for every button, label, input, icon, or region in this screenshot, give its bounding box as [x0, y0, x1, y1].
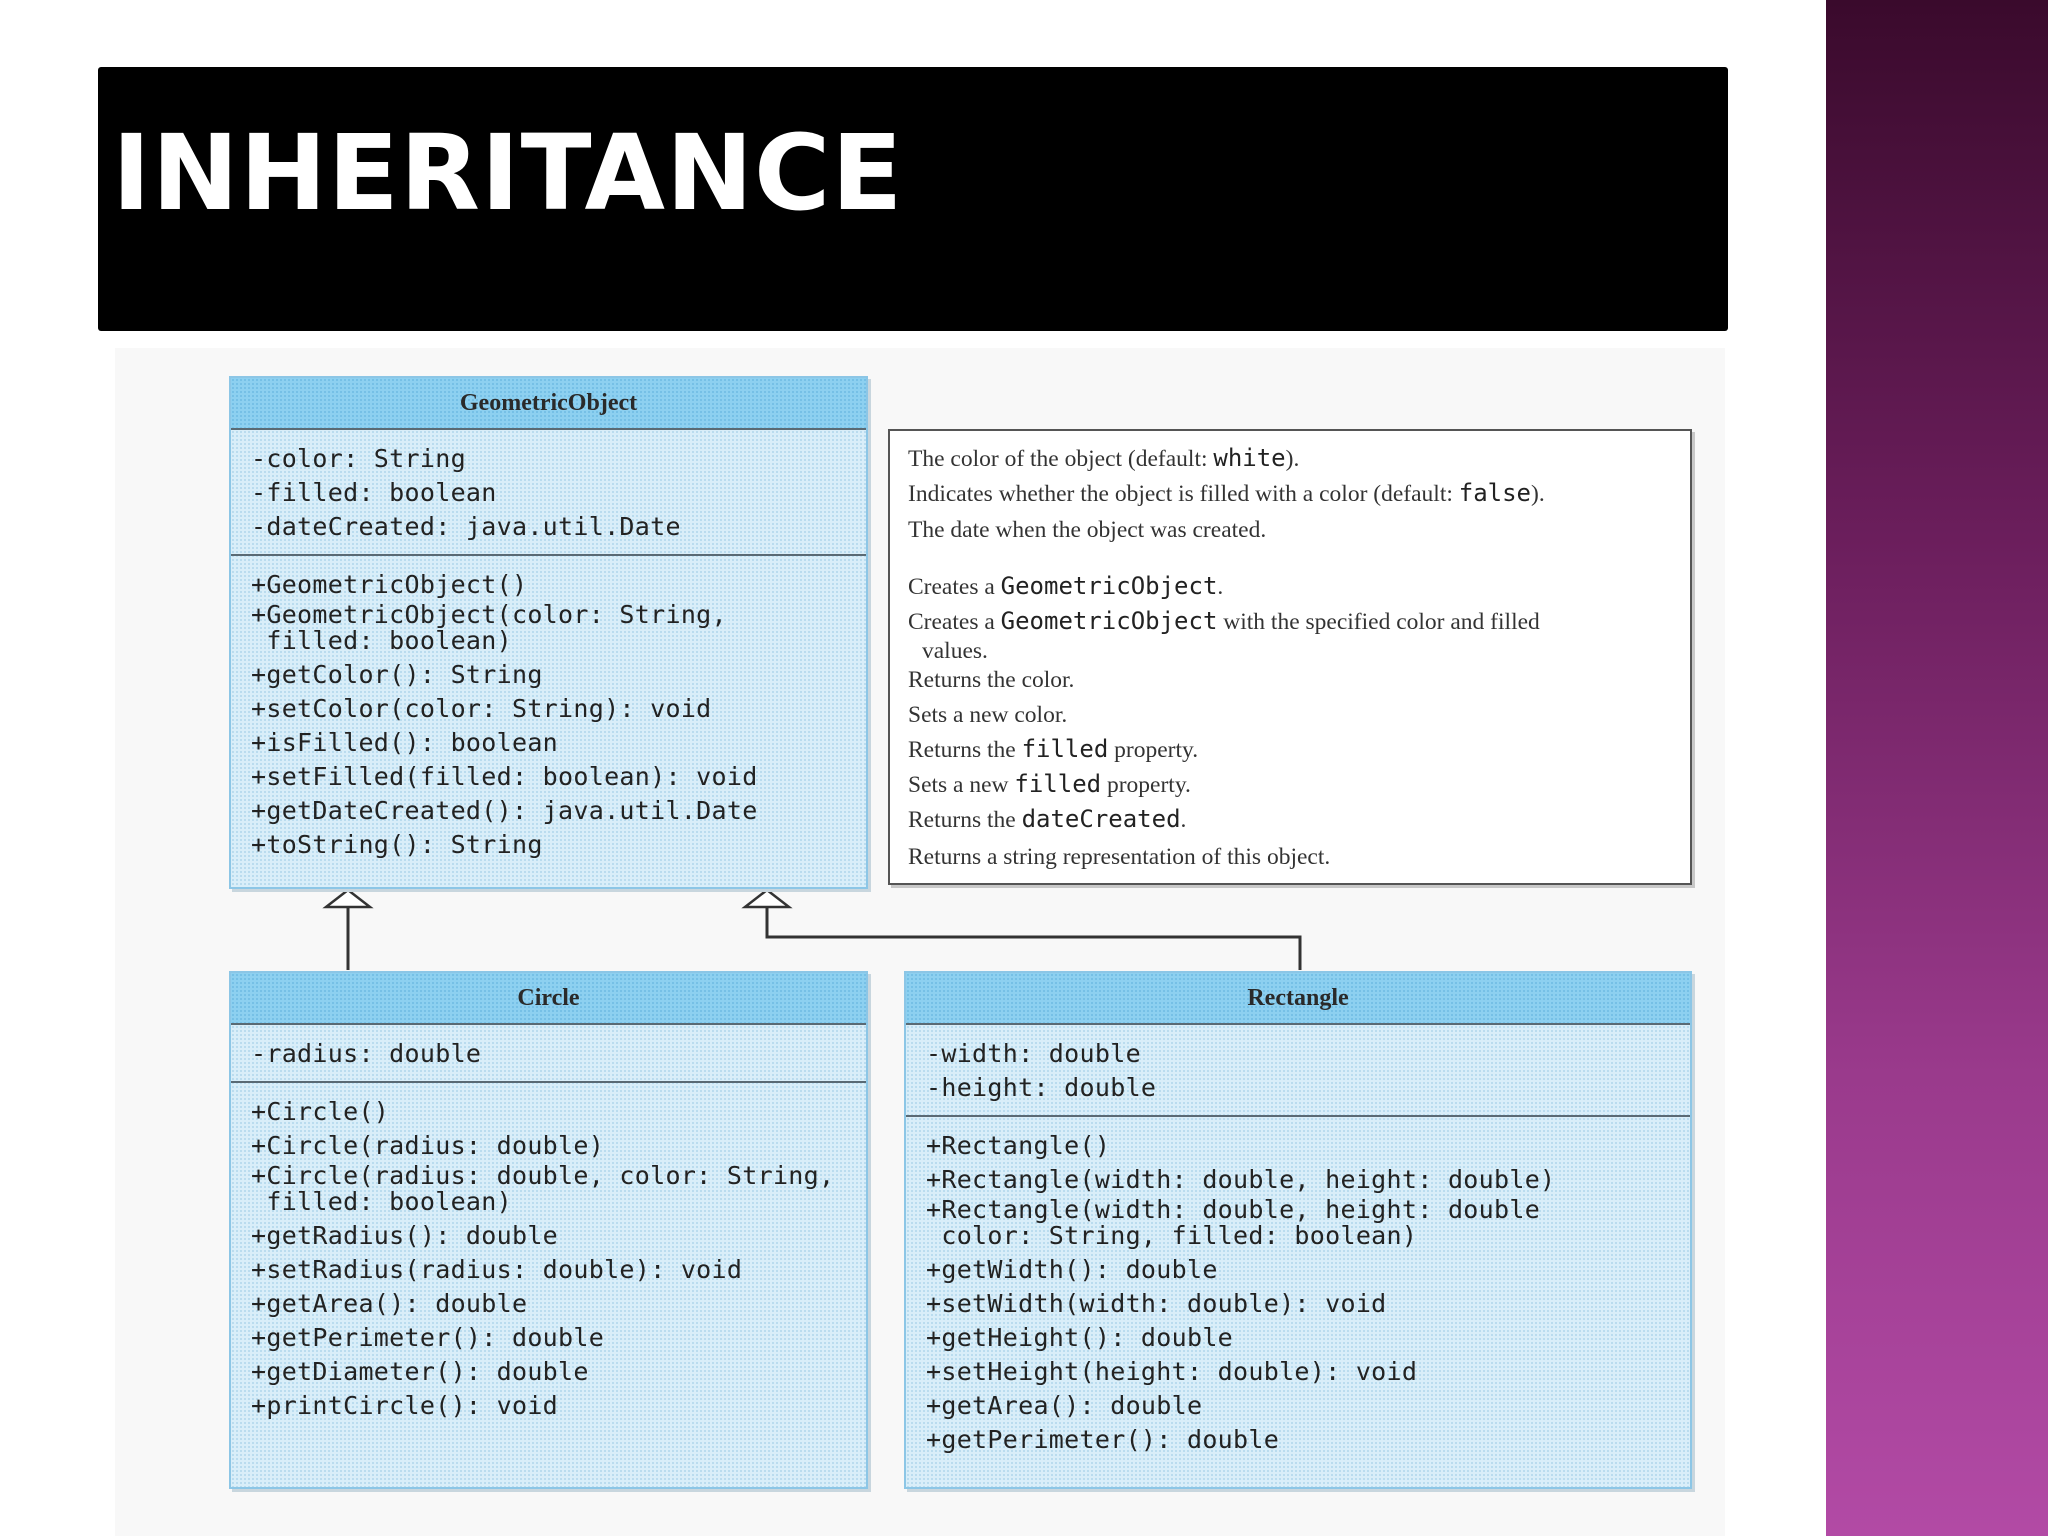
- methods-section: +GeometricObject() +GeometricObject(colo…: [231, 556, 866, 872]
- method: +GeometricObject(color: String, filled: …: [251, 600, 727, 655]
- method: +getDateCreated(): java.util.Date: [251, 796, 758, 825]
- description-line: Indicates whether the object is filled w…: [908, 479, 1545, 507]
- method: +getPerimeter(): double: [251, 1323, 605, 1352]
- methods-section: +Circle() +Circle(radius: double) +Circl…: [231, 1083, 866, 1433]
- attributes-section: -radius: double: [231, 1025, 866, 1083]
- description-line: Returns the color.: [908, 667, 1075, 693]
- attribute: -dateCreated: java.util.Date: [251, 512, 681, 541]
- method: +getHeight(): double: [926, 1323, 1234, 1352]
- decorative-side-bar: [1826, 0, 2048, 1536]
- method: +getDiameter(): double: [251, 1357, 589, 1386]
- method: +getPerimeter(): double: [926, 1425, 1280, 1454]
- description-line: Returns the filled property.: [908, 735, 1199, 763]
- method: +setFilled(filled: boolean): void: [251, 762, 758, 791]
- attribute: -radius: double: [251, 1039, 482, 1068]
- class-name: Rectangle: [906, 973, 1690, 1025]
- method: +printCircle(): void: [251, 1391, 559, 1420]
- method: +getArea(): double: [251, 1289, 528, 1318]
- description-line: Returns the dateCreated.: [908, 805, 1187, 833]
- method: +Circle(): [251, 1097, 390, 1126]
- class-circle: Circle -radius: double +Circle() +Circle…: [229, 971, 868, 1489]
- description-line: The color of the object (default: white)…: [908, 444, 1300, 472]
- method: +Circle(radius: double, color: String, f…: [251, 1161, 835, 1216]
- method-descriptions-box: The color of the object (default: white)…: [888, 429, 1692, 885]
- method: +Circle(radius: double): [251, 1131, 605, 1160]
- attribute: -width: double: [926, 1039, 1141, 1068]
- description-line: Returns a string representation of this …: [908, 844, 1331, 870]
- method: +GeometricObject(): [251, 570, 528, 599]
- class-geometricobject: GeometricObject -color: String -filled: …: [229, 376, 868, 889]
- method: +setColor(color: String): void: [251, 694, 712, 723]
- method: +setRadius(radius: double): void: [251, 1255, 743, 1284]
- attributes-section: -width: double -height: double: [906, 1025, 1690, 1117]
- class-name: GeometricObject: [231, 378, 866, 430]
- class-rectangle: Rectangle -width: double -height: double…: [904, 971, 1692, 1489]
- description-line: The date when the object was created.: [908, 517, 1267, 543]
- title-banner: INHERITANCE: [98, 67, 1728, 331]
- slide-title: INHERITANCE: [112, 112, 904, 234]
- methods-section: +Rectangle() +Rectangle(width: double, h…: [906, 1117, 1690, 1467]
- description-line: Sets a new color.: [908, 702, 1068, 728]
- method: +isFilled(): boolean: [251, 728, 559, 757]
- method: +Rectangle(width: double, height: double…: [926, 1195, 1541, 1250]
- method: +getRadius(): double: [251, 1221, 559, 1250]
- description-line: Creates a GeometricObject with the speci…: [908, 607, 1540, 664]
- method: +getArea(): double: [926, 1391, 1203, 1420]
- rectangle-inheritance-line: [765, 890, 1302, 970]
- method: +Rectangle(): [926, 1131, 1111, 1160]
- method: +setWidth(width: double): void: [926, 1289, 1387, 1318]
- method: +toString(): String: [251, 830, 543, 859]
- class-name: Circle: [231, 973, 866, 1025]
- method: +Rectangle(width: double, height: double…: [926, 1165, 1556, 1194]
- attribute: -height: double: [926, 1073, 1157, 1102]
- circle-inheritance-arrowhead: [322, 888, 374, 909]
- attribute: -filled: boolean: [251, 478, 497, 507]
- description-line: Sets a new filled property.: [908, 770, 1191, 798]
- attributes-section: -color: String -filled: boolean -dateCre…: [231, 430, 866, 556]
- rectangle-inheritance-arrowhead: [741, 888, 793, 909]
- method: +getColor(): String: [251, 660, 543, 689]
- method: +setHeight(height: double): void: [926, 1357, 1418, 1386]
- method: +getWidth(): double: [926, 1255, 1218, 1284]
- description-line: Creates a GeometricObject.: [908, 572, 1224, 600]
- attribute: -color: String: [251, 444, 466, 473]
